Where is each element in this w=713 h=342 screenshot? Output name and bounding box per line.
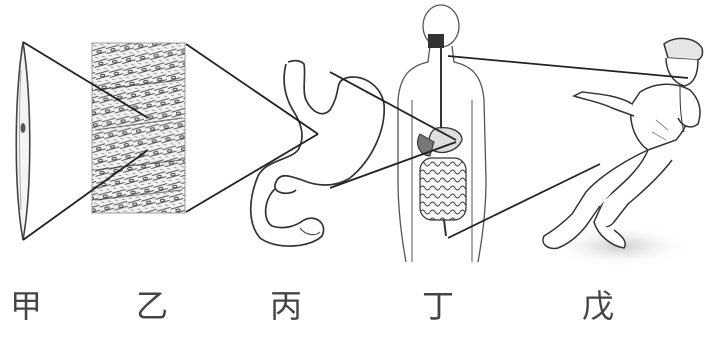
label-organ: 丙 — [270, 290, 302, 322]
zoom-line-organ-top — [330, 72, 456, 140]
stomach-illustration — [251, 61, 384, 246]
label-tissue: 乙 — [136, 290, 168, 322]
label-organism: 戊 — [582, 290, 614, 322]
tissue-illustration — [92, 43, 185, 213]
digestive-system-illustration — [398, 5, 486, 262]
zoom-line-tissue-top — [186, 44, 318, 134]
label-cell: 甲 — [10, 290, 42, 322]
cell-illustration — [16, 42, 30, 240]
zoom-line-system-top — [448, 56, 688, 78]
label-system: 丁 — [422, 290, 454, 322]
